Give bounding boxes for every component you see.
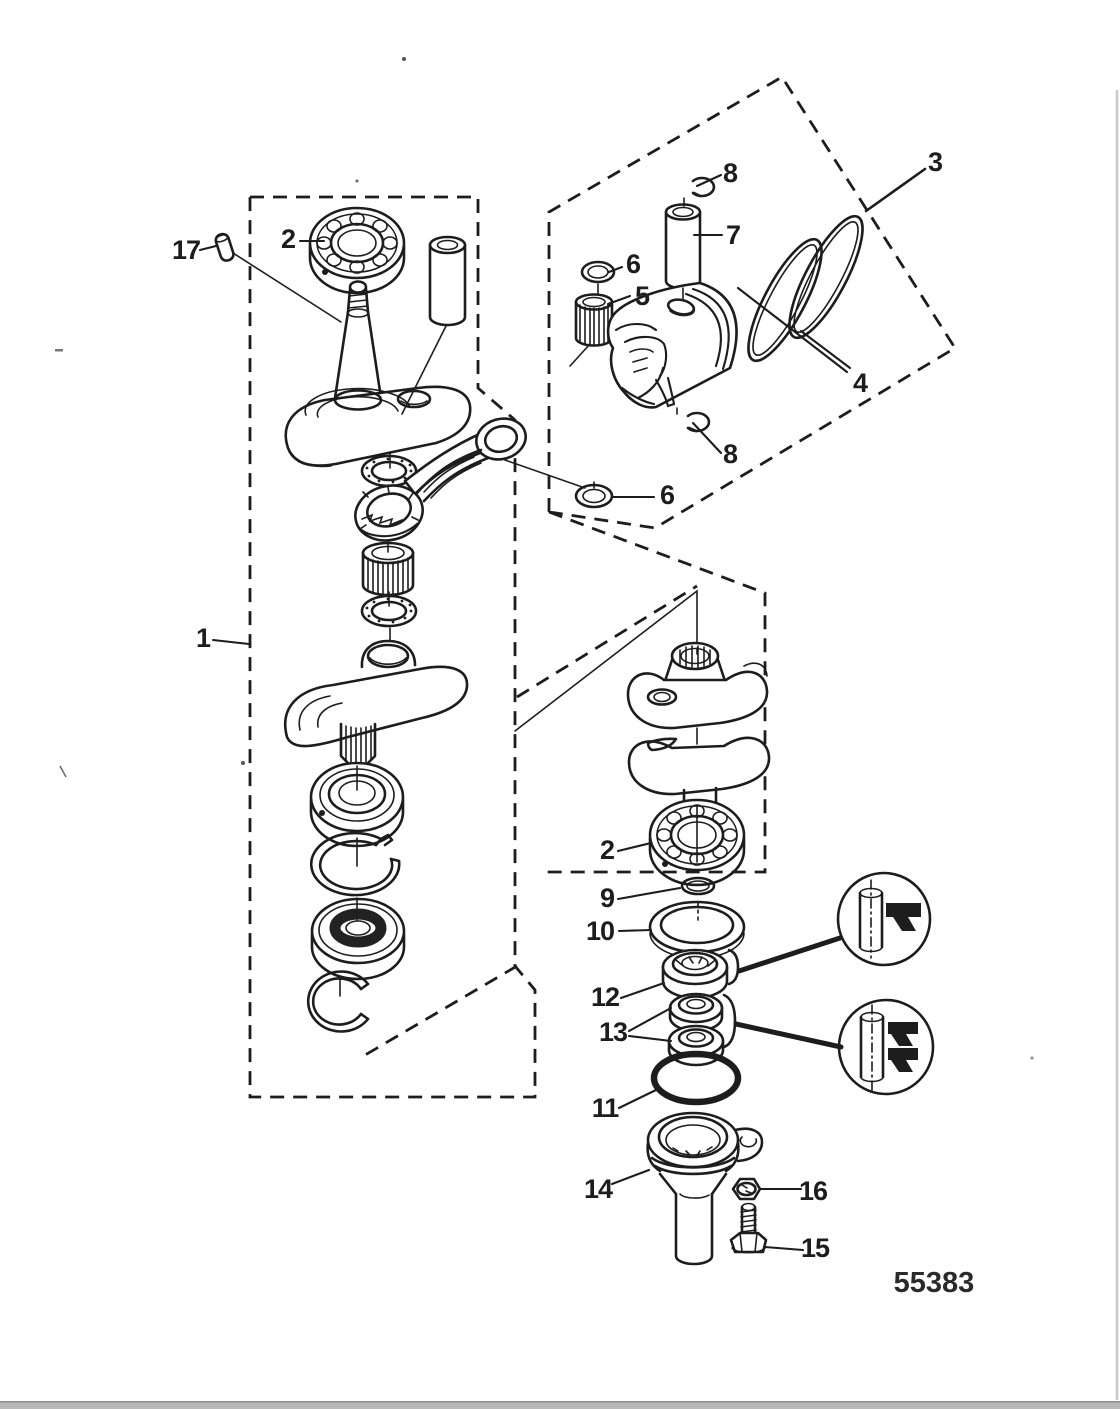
callout-16: 16	[799, 1176, 828, 1206]
end-cap	[646, 1111, 764, 1266]
o-ring-large	[650, 1050, 742, 1106]
callout-6-bottom: 6	[660, 480, 675, 510]
centerline-ticks-piston	[504, 197, 685, 489]
callout-8-bottom: 8	[723, 439, 738, 469]
connecting-rod	[354, 417, 527, 542]
needle-bearing-cage-pin	[574, 293, 614, 347]
piston-mouth	[614, 322, 676, 408]
bolt	[729, 1202, 768, 1254]
callout-4: 4	[853, 368, 868, 398]
bearing-balls	[316, 212, 398, 274]
end-cap-ear	[733, 1127, 764, 1163]
top-main-bearing	[308, 206, 406, 295]
seal-upper	[661, 948, 729, 1000]
plug-17	[214, 232, 235, 262]
seal-detail-brackets	[722, 935, 844, 1050]
callout-5: 5	[635, 281, 650, 311]
leader-lines	[198, 167, 927, 1252]
seal-detail-view-1	[836, 871, 932, 967]
snap-ring	[309, 831, 401, 897]
callout-1: 1	[196, 623, 211, 653]
o-ring-small	[680, 876, 716, 896]
callout-7: 7	[726, 220, 740, 250]
retaining-ring-top	[691, 176, 716, 198]
dashed-group-outlines	[248, 75, 957, 1099]
callout-labels: 17 2 8 7 6 5 3 4 8 6 1 2 9 10 12 13 11 1…	[172, 147, 944, 1263]
c-clip-lower	[306, 970, 370, 1033]
piston	[606, 281, 738, 415]
callout-14: 14	[584, 1174, 613, 1204]
callout-17: 17	[172, 235, 200, 265]
callout-12: 12	[591, 982, 619, 1012]
center-main-bearing	[648, 798, 746, 887]
callout-15: 15	[801, 1233, 830, 1263]
drawing-number: 55383	[894, 1267, 975, 1299]
oil-seal-left	[310, 897, 406, 981]
crank-plate-upper	[626, 670, 769, 730]
group-box-center-crank-diag	[516, 584, 698, 699]
callout-2-top: 2	[281, 224, 295, 254]
piston-pin	[664, 203, 702, 290]
callout-6-top: 6	[626, 249, 641, 279]
callout-9: 9	[600, 883, 615, 913]
centerline-ticks-left	[339, 451, 391, 997]
callout-13: 13	[599, 1017, 628, 1047]
seal-detail-view-2	[837, 998, 935, 1096]
lock-nut	[731, 1177, 762, 1201]
piston-rings	[747, 214, 864, 363]
group-box-center-crank	[540, 510, 767, 874]
callout-3: 3	[928, 147, 943, 177]
callout-8-top: 8	[723, 158, 738, 188]
scan-artifacts	[0, 57, 1120, 1409]
phantom-line	[359, 964, 518, 1060]
pin-washer-top	[580, 260, 616, 284]
callout-11: 11	[592, 1093, 620, 1123]
center-crank-throw	[626, 641, 771, 814]
crankshaft-lower-half	[284, 639, 469, 766]
construction-line	[514, 589, 698, 732]
callout-2-center: 2	[600, 835, 614, 865]
retaining-ring-bottom	[686, 411, 711, 433]
counterweight-lower	[284, 665, 469, 748]
callout-10: 10	[586, 916, 614, 946]
wrist-pin-cylinder	[428, 235, 467, 327]
crankshaft-upper-half	[284, 280, 472, 468]
